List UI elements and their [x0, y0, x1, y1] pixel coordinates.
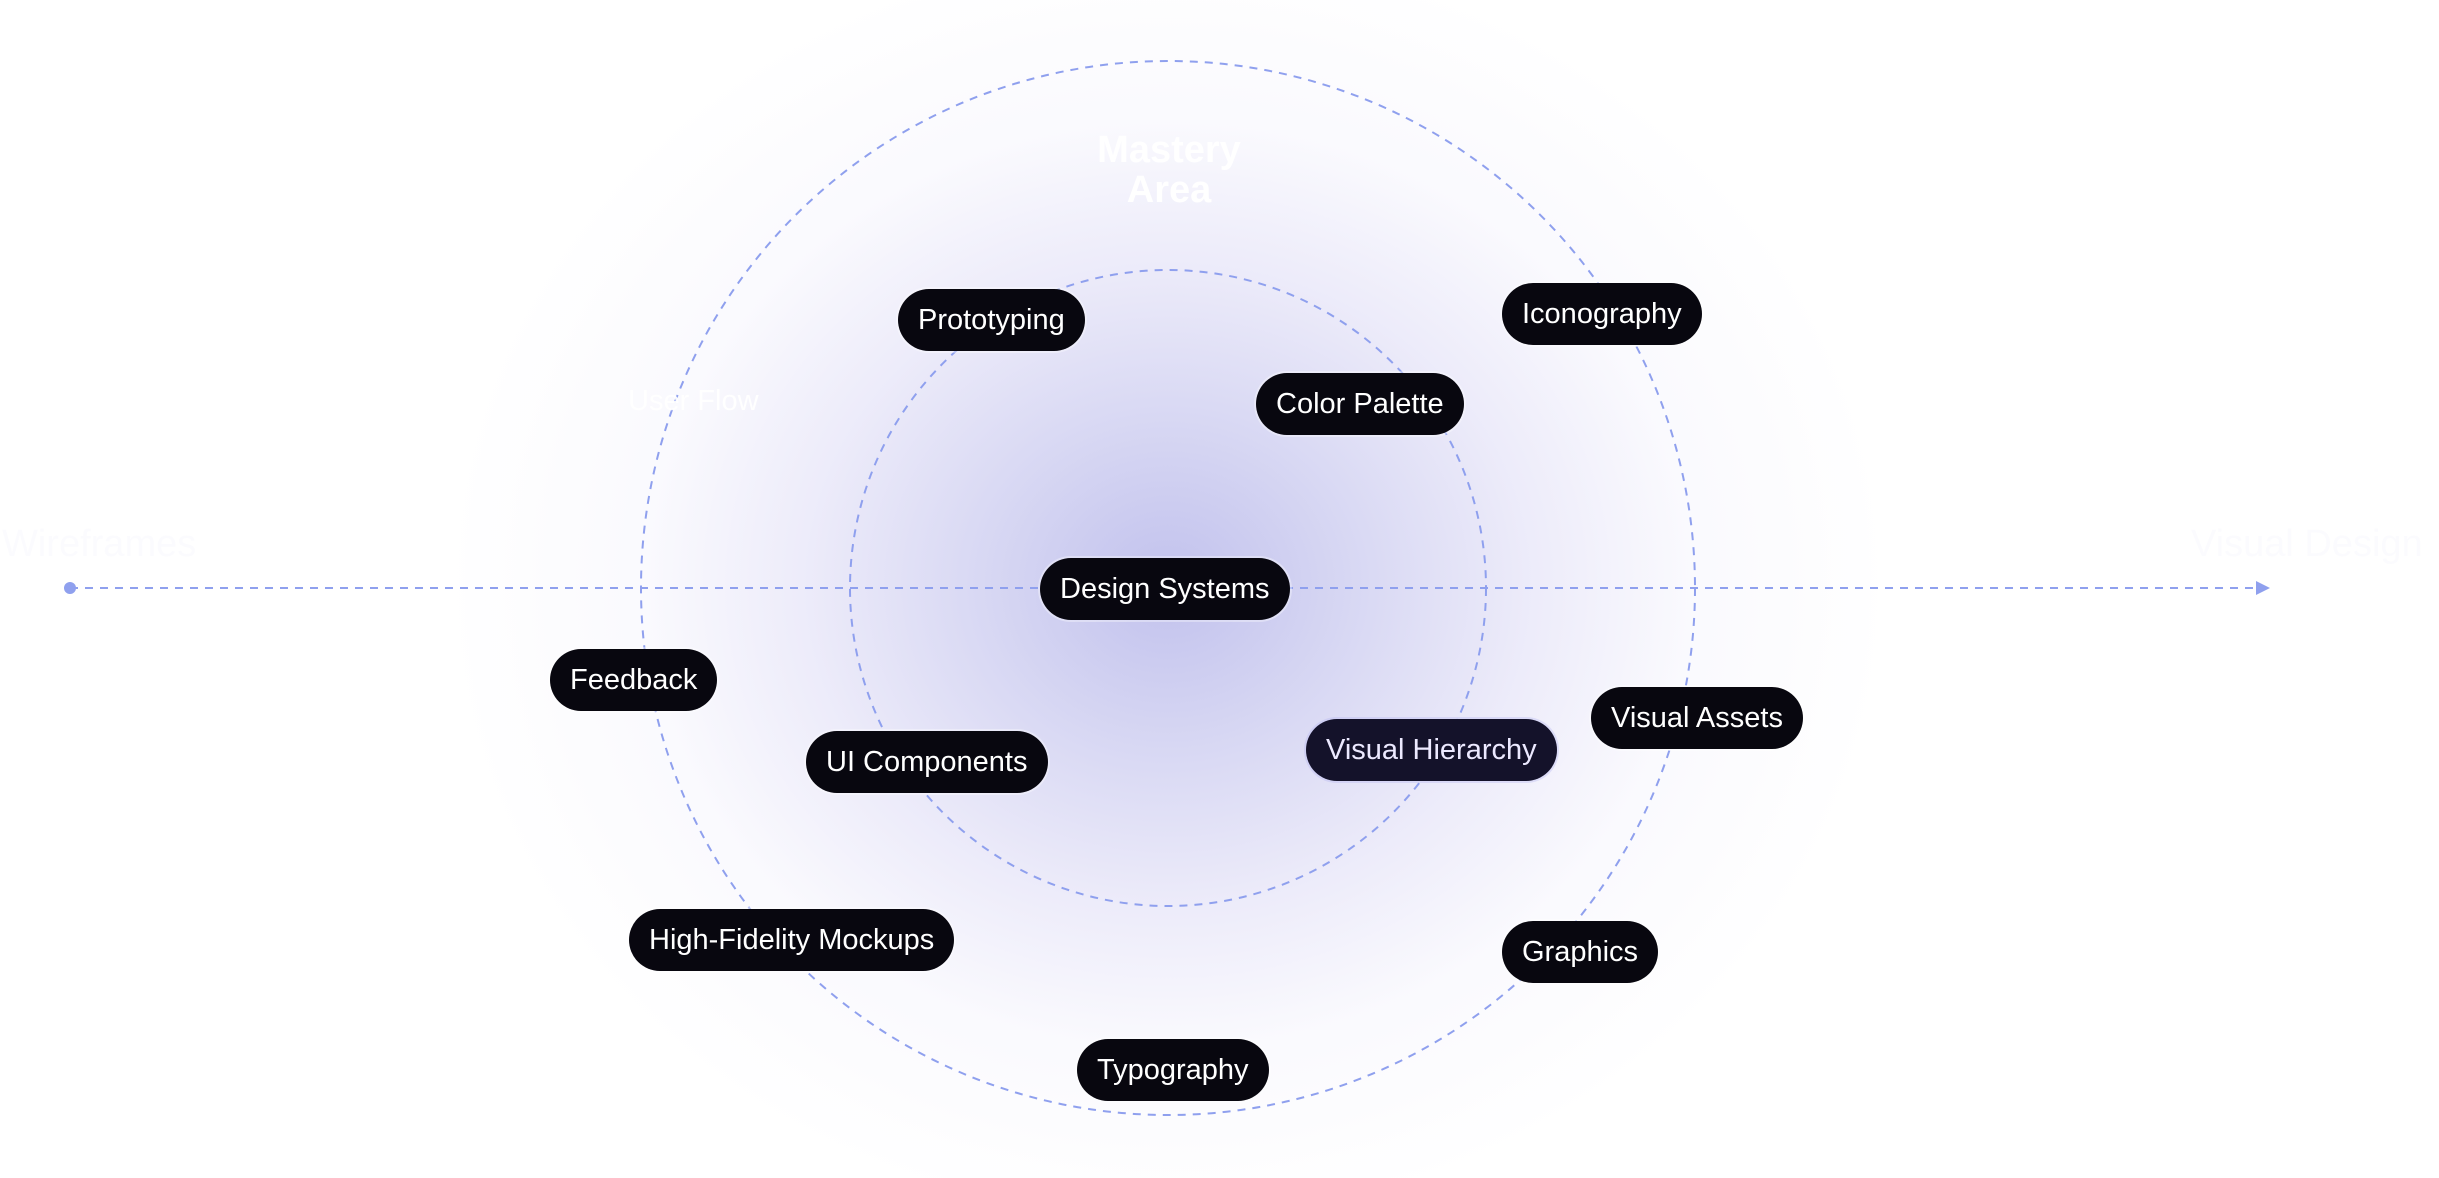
- center-title-line-1: Mastery: [1097, 129, 1241, 171]
- center-title-line-2: Area: [1126, 169, 1212, 211]
- node-visual-assets[interactable]: Visual Assets: [1591, 687, 1803, 749]
- center-title: Mastery Area: [1069, 130, 1269, 210]
- node-graphics[interactable]: Graphics: [1502, 921, 1659, 983]
- node-feedback[interactable]: Feedback: [550, 649, 718, 711]
- axis-start-label: Wireframes: [2, 523, 197, 565]
- axis-end-arrow: [2256, 581, 2270, 595]
- node-typography[interactable]: Typography: [1077, 1039, 1269, 1101]
- axis-start-dot: [64, 582, 76, 594]
- node-design-systems[interactable]: Design Systems: [1040, 558, 1290, 620]
- axis-end-label: Visual Design: [2191, 523, 2423, 565]
- node-iconography[interactable]: Iconography: [1502, 283, 1702, 345]
- node-prototyping[interactable]: Prototyping: [898, 289, 1085, 351]
- node-high-fidelity-mockups[interactable]: High-Fidelity Mockups: [629, 909, 955, 971]
- node-color-palette[interactable]: Color Palette: [1256, 373, 1464, 435]
- node-visual-hierarchy[interactable]: Visual Hierarchy: [1306, 719, 1557, 781]
- node-ui-components[interactable]: UI Components: [806, 731, 1048, 793]
- user-flow-annotation: User Flow: [628, 385, 759, 417]
